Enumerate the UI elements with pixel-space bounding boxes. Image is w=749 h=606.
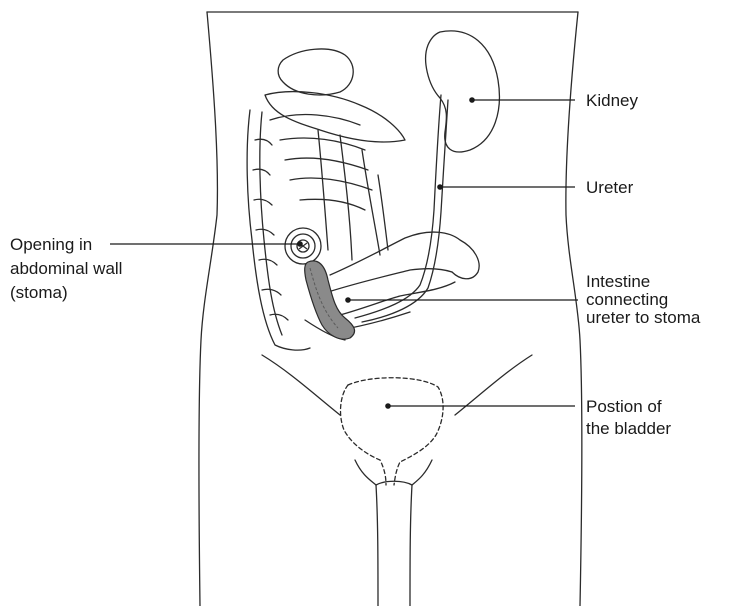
- ureter: [355, 95, 448, 322]
- kidney: [426, 31, 500, 152]
- ureter-label: Ureter: [586, 178, 633, 198]
- stoma-label-line-2: abdominal wall: [10, 259, 122, 279]
- bladder-label-line-2: the bladder: [586, 419, 671, 439]
- intestine-label-line-2: connecting: [586, 290, 700, 310]
- bladder-label-line-1: Postion of: [586, 397, 671, 417]
- intestine-label: Intestine connecting ureter to stoma: [586, 272, 700, 328]
- stoma-label: Opening in abdominal wall (stoma): [10, 235, 122, 303]
- intestine-label-line-3: ureter to stoma: [586, 308, 700, 328]
- bladder-label: Postion of the bladder: [586, 397, 671, 439]
- kidney-label: Kidney: [586, 91, 638, 111]
- intestine-label-line-1: Intestine: [586, 272, 700, 292]
- stoma-label-line-1: Opening in: [10, 235, 122, 255]
- torso-outline: [199, 12, 582, 606]
- stoma-label-line-3: (stoma): [10, 283, 122, 303]
